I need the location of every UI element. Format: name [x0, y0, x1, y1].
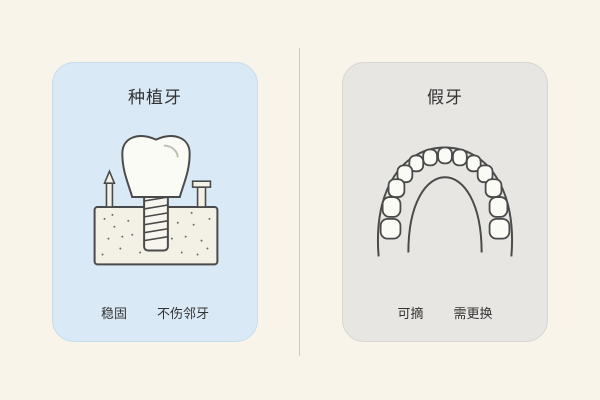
denture-note-removable: 可摘	[397, 307, 424, 322]
implant-tooth-icon	[93, 135, 219, 266]
denture-arch-icon	[376, 146, 514, 257]
denture-note-replace: 需更换	[453, 307, 493, 322]
denture-notes: 可摘 需更换	[343, 303, 547, 322]
divider	[299, 48, 300, 356]
implant-note-no-damage: 不伤邻牙	[157, 307, 210, 322]
implant-title: 种植牙	[128, 88, 182, 108]
implant-card: 种植牙	[52, 62, 258, 342]
implant-note-stable: 稳固	[100, 307, 127, 322]
implant-notes: 稳固 不伤邻牙	[53, 303, 257, 322]
denture-title: 假牙	[427, 88, 463, 108]
denture-card: 假牙 可摘	[342, 62, 548, 342]
